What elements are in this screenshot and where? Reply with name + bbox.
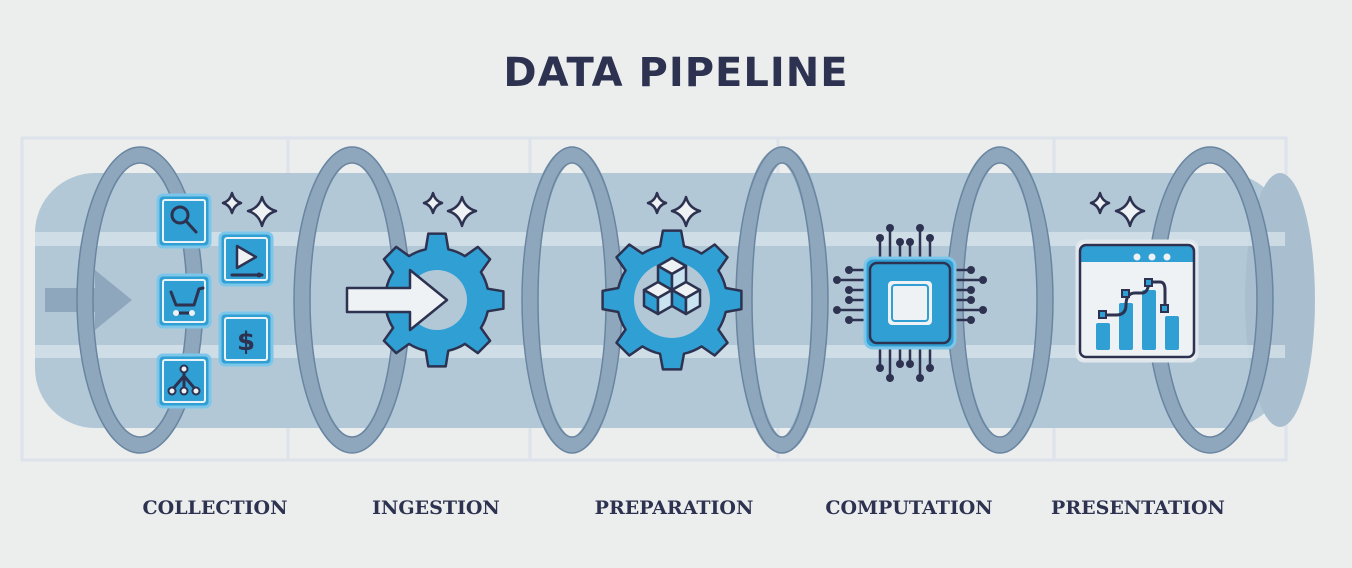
- stage-labels: COLLECTION INGESTION PREPARATION COMPUTA…: [143, 497, 1225, 519]
- search-icon: [156, 193, 212, 249]
- stage-label-ingestion: INGESTION: [372, 497, 500, 519]
- page-title: DATA PIPELINE: [503, 50, 848, 96]
- cubes-icon: [642, 256, 702, 316]
- svg-text:$: $: [237, 327, 255, 357]
- stage-label-presentation: PRESENTATION: [1051, 497, 1225, 519]
- dashboard-chart-icon: [1075, 239, 1199, 363]
- stage-label-preparation: PREPARATION: [595, 497, 754, 519]
- video-play-icon: [218, 231, 274, 287]
- ring: [735, 146, 829, 454]
- sparkle-icons: [221, 191, 1146, 228]
- stage-label-collection: COLLECTION: [143, 497, 288, 519]
- ingestion-arrow-icon: [345, 268, 449, 332]
- cpu-chip-icon: [833, 224, 987, 382]
- shopping-cart-icon: [156, 273, 212, 329]
- network-hierarchy-icon: [156, 353, 212, 409]
- dollar-icon: $: [218, 311, 274, 367]
- collection-icons: $: [156, 193, 274, 409]
- stage-label-computation: COMPUTATION: [825, 497, 992, 519]
